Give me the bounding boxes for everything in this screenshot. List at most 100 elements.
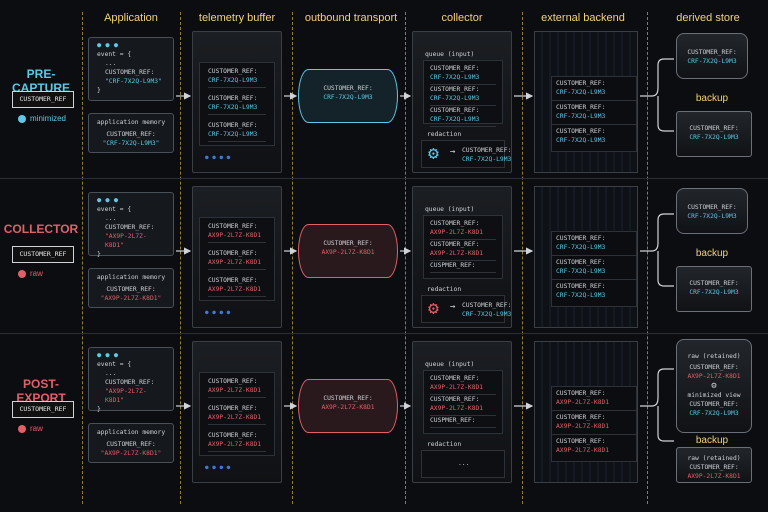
code-key: CUSTOMER_REF:	[105, 69, 155, 76]
status-text: raw	[18, 424, 43, 433]
code-dots: ...	[105, 60, 117, 67]
code-key: CUSTOMER_REF:	[105, 379, 155, 386]
memory-value: "AX9P-2L7Z-K8D1"	[100, 450, 162, 457]
buffer-entry: CUSTOMER_REF:AX9P-2L7Z-K8D1	[208, 276, 266, 297]
column-header-application: Application	[104, 12, 158, 24]
redaction-panel: ⚙→CUSTOMER_REF:CRF-7X2Q-L9M3	[421, 140, 511, 168]
arrow-right-icon: →	[450, 302, 456, 312]
column-header-telemetry-buffer: telemetry buffer	[198, 12, 276, 24]
backend-value: CRF-7X2Q-L9M3	[556, 137, 606, 144]
buffer-value: AX9P-2L7Z-K8D1	[208, 232, 262, 239]
code-close: }	[97, 87, 101, 94]
buffer-value: AX9P-2L7Z-K8D1	[208, 441, 262, 448]
branch-arrow	[640, 213, 674, 287]
redaction-value: CRF-7X2Q-L9M3	[462, 311, 512, 318]
buffer-value: AX9P-2L7Z-K8D1	[208, 387, 262, 394]
column-header-external-backend: external backend	[541, 12, 625, 24]
redaction-panel: ⚙ → CUSTOMER_REF: CRF-7X2Q-L9M3	[421, 295, 511, 323]
transport-pipe: CUSTOMER_REF:CRF-7X2Q-L9M3	[298, 69, 398, 123]
buffer-key: CUSTOMER_REF:	[208, 223, 258, 230]
derived-store-db: raw (retained)CUSTOMER_REF:AX9P-2L7Z-K8D…	[676, 339, 752, 433]
derived-store-db: CUSTOMER_REF:CRF-7X2Q-L9M3	[676, 188, 748, 234]
backend-key: CUSTOMER_REF:	[556, 104, 606, 111]
backend-entry: CUSTOMER_REF:CRF-7X2Q-L9M3	[551, 255, 637, 283]
buffer-entry: CUSTOMER_REF:CRF-7X2Q-L9M3	[208, 121, 266, 142]
backend-entry: CUSTOMER_REF: AX9P-2L7Z-K8D1	[551, 410, 637, 438]
window-dots-icon: ● ● ●	[97, 351, 119, 359]
store-value: CRF-7X2Q-L9M3	[687, 58, 737, 65]
code-value: "AX9P-2L7Z-K8D1"	[105, 233, 147, 249]
redaction-key: CUSTOMER_REF:	[462, 302, 512, 309]
backend-value: CRF-7X2Q-L9M3	[556, 244, 606, 251]
buffer-value: AX9P-2L7Z-K8D1	[208, 286, 262, 293]
redaction-title: redaction	[427, 131, 462, 138]
backend-key: CUSTOMER_REF:	[556, 414, 606, 421]
backup-key: CUSTOMER_REF:	[689, 464, 739, 471]
queue-key: CUSTOMER_REF:	[430, 107, 480, 114]
store-value: CRF-7X2Q-L9M3	[687, 213, 737, 220]
backup-value: CRF-7X2Q-L9M3	[689, 134, 739, 141]
memory-title: application memory	[96, 119, 166, 126]
queue-entry: CUSTOMER_REF:CRF-7X2Q-L9M3	[430, 64, 496, 85]
redaction-key: CUSTOMER_REF:	[462, 147, 512, 154]
backup-title: backup	[695, 435, 729, 446]
buffer-key: CUSTOMER_REF:	[208, 432, 258, 439]
transport-value: AX9P-2L7Z-K8D1	[321, 249, 375, 256]
branch-arrow	[640, 58, 674, 132]
buffer-entry: CUSTOMER_REF:AX9P-2L7Z-K8D1	[208, 249, 266, 270]
buffer-key: CUSTOMER_REF:	[208, 405, 258, 412]
status-text: minimized	[18, 114, 66, 123]
queue-value: AX9P-2L7Z-K8D1	[430, 250, 484, 257]
backend-value: AX9P-2L7Z-K8D1	[556, 399, 610, 406]
backend-value: CRF-7X2Q-L9M3	[556, 292, 606, 299]
customer-ref-badge: CUSTOMER_REF	[12, 401, 74, 418]
transport-value: AX9P-2L7Z-K8D1	[321, 404, 375, 411]
backup-key: CUSTOMER_REF:	[689, 280, 739, 287]
window-dots-icon: ● ● ●	[97, 41, 119, 49]
row-separator	[0, 333, 768, 334]
store-key: CUSTOMER_REF:	[687, 49, 737, 56]
queue-entry: CUSTOMER_REF:AX9P-2L7Z-K8D1	[430, 240, 496, 261]
arrow-right-icon: →	[450, 147, 456, 157]
code-value: "AX9P-2L7Z-K8D1"	[105, 388, 147, 404]
status-dot	[18, 425, 26, 433]
backup-value: CRF-7X2Q-L9M3	[689, 289, 739, 296]
gear-icon: ⚙	[711, 381, 717, 391]
backup-raw-title: raw (retained)	[687, 455, 741, 462]
buffer-key: CUSTOMER_REF:	[208, 250, 258, 257]
gear-icon: ⚙	[428, 298, 439, 319]
backend-key: CUSTOMER_REF:	[556, 283, 606, 290]
store-raw-title: raw (retained)	[687, 353, 741, 360]
collector-rack: queue (input)CUSTOMER_REF:AX9P-2L7Z-K8D1…	[412, 186, 512, 328]
backup-title: backup	[695, 248, 729, 259]
backend-value: CRF-7X2Q-L9M3	[556, 113, 606, 120]
backend-entry: CUSTOMER_REF:CRF-7X2Q-L9M3	[551, 231, 637, 259]
code-dots: ...	[105, 215, 117, 222]
transport-value: CRF-7X2Q-L9M3	[323, 94, 373, 101]
column-header-collector: collector	[441, 12, 483, 24]
backend-value: AX9P-2L7Z-K8D1	[556, 423, 610, 430]
row-label: COLLECTOR	[3, 222, 79, 236]
store-key: CUSTOMER_REF:	[689, 364, 739, 371]
queue-key: CUSTOMER_REF:	[430, 86, 480, 93]
queue-key: CUSPMER_REF:	[430, 262, 476, 269]
status-text: raw	[18, 269, 43, 278]
buffer-entry: CUSTOMER_REF:AX9P-2L7Z-K8D1	[208, 377, 266, 398]
memory-title: application memory	[96, 429, 166, 436]
queue-value: CRF-7X2Q-L9M3	[430, 74, 480, 81]
queue-key: CUSPMER_REF:	[430, 417, 476, 424]
event-code-card: ● ● ●event = {...CUSTOMER_REF:"AX9P-2L7Z…	[88, 347, 174, 413]
store-min-title: minimized view	[687, 392, 741, 399]
backend-key: CUSTOMER_REF:	[556, 390, 606, 397]
backup-server: CUSTOMER_REF: CRF-7X2Q-L9M3	[676, 266, 752, 312]
code-value: "CRF-7X2Q-L9M3"	[105, 78, 162, 85]
